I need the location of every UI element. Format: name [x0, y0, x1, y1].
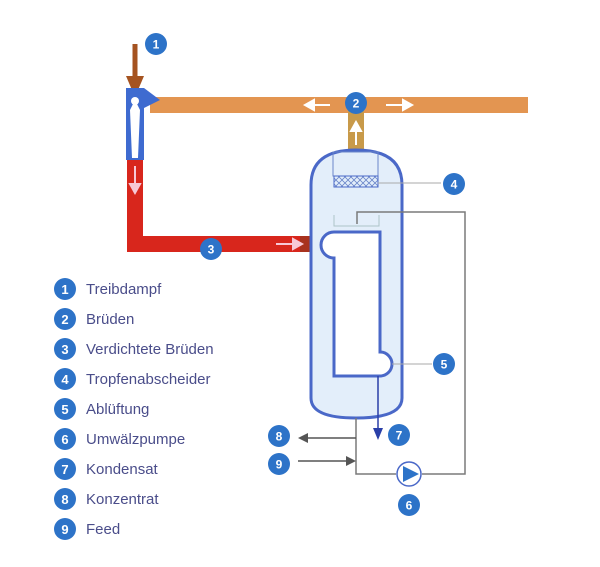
compressed-vapor-pipe — [127, 160, 320, 252]
svg-text:4: 4 — [451, 178, 458, 192]
svg-text:1: 1 — [153, 38, 160, 52]
legend-number-badge: 5 — [54, 398, 76, 420]
recirculation-line — [356, 211, 466, 475]
compressed-vapor-arrow-down — [128, 166, 142, 196]
legend-item: 8 Konzentrat — [54, 484, 214, 514]
svg-text:6: 6 — [406, 499, 413, 513]
legend-number-badge: 4 — [54, 368, 76, 390]
svg-text:5: 5 — [441, 358, 448, 372]
vent-bracket — [333, 215, 380, 227]
legend-item: 4 Tropfenabscheider — [54, 364, 214, 394]
callout-3: 3 — [200, 238, 222, 260]
concentrate-arrow — [298, 433, 356, 443]
legend-number-badge: 8 — [54, 488, 76, 510]
legend-item: 7 Kondensat — [54, 454, 214, 484]
legend-item: 2 Brüden — [54, 304, 214, 334]
callout-1: 1 — [145, 33, 167, 55]
legend-number-badge: 3 — [54, 338, 76, 360]
heat-exchanger-chamber — [319, 230, 394, 378]
vapor-arrow-right — [386, 98, 415, 112]
vapor-pipe-horizontal — [150, 97, 528, 113]
vapor-arrow-up — [349, 119, 363, 145]
legend-label: Treibdampf — [86, 280, 162, 298]
legend-label: Feed — [86, 520, 121, 538]
pump-icon — [396, 461, 422, 487]
callout-4: 4 — [443, 173, 465, 195]
callout-7: 7 — [388, 424, 410, 446]
callout-8: 8 — [268, 425, 290, 447]
svg-text:3: 3 — [208, 243, 215, 257]
svg-text:7: 7 — [396, 429, 403, 443]
legend-number-badge: 9 — [54, 518, 76, 540]
legend-number-badge: 6 — [54, 428, 76, 450]
condensate-arrow — [373, 376, 383, 440]
legend-number-badge: 2 — [54, 308, 76, 330]
svg-text:9: 9 — [276, 458, 283, 472]
thermocompressor-icon — [126, 88, 160, 160]
legend-item: 5 Ablüftung — [54, 394, 214, 424]
motive-steam-arrow — [126, 44, 144, 97]
svg-text:2: 2 — [353, 97, 360, 111]
callout-6: 6 — [398, 494, 420, 516]
compressed-vapor-arrow-right — [276, 237, 305, 251]
callout-2: 2 — [345, 92, 367, 114]
legend-label: Konzentrat — [86, 490, 159, 508]
legend-label: Verdichtete Brüden — [86, 340, 214, 358]
feed-arrow — [298, 456, 356, 466]
demister-mesh — [333, 175, 379, 188]
legend-item: 9 Feed — [54, 514, 214, 544]
vapor-arrow-left — [302, 98, 330, 112]
legend-number-badge: 1 — [54, 278, 76, 300]
legend-label: Tropfenabscheider — [86, 370, 211, 388]
legend-label: Ablüftung — [86, 400, 150, 418]
callout-9: 9 — [268, 453, 290, 475]
legend-number-badge: 7 — [54, 458, 76, 480]
legend-label: Brüden — [86, 310, 135, 328]
legend-label: Umwälzpumpe — [86, 430, 186, 448]
callout-5: 5 — [433, 353, 455, 375]
legend-item: 6 Umwälzpumpe — [54, 424, 214, 454]
svg-text:8: 8 — [276, 430, 283, 444]
bottom-outlet-line — [355, 418, 396, 475]
legend-label: Kondensat — [86, 460, 158, 478]
legend-item: 1 Treibdampf — [54, 274, 214, 304]
legend-item: 3 Verdichtete Brüden — [54, 334, 214, 364]
